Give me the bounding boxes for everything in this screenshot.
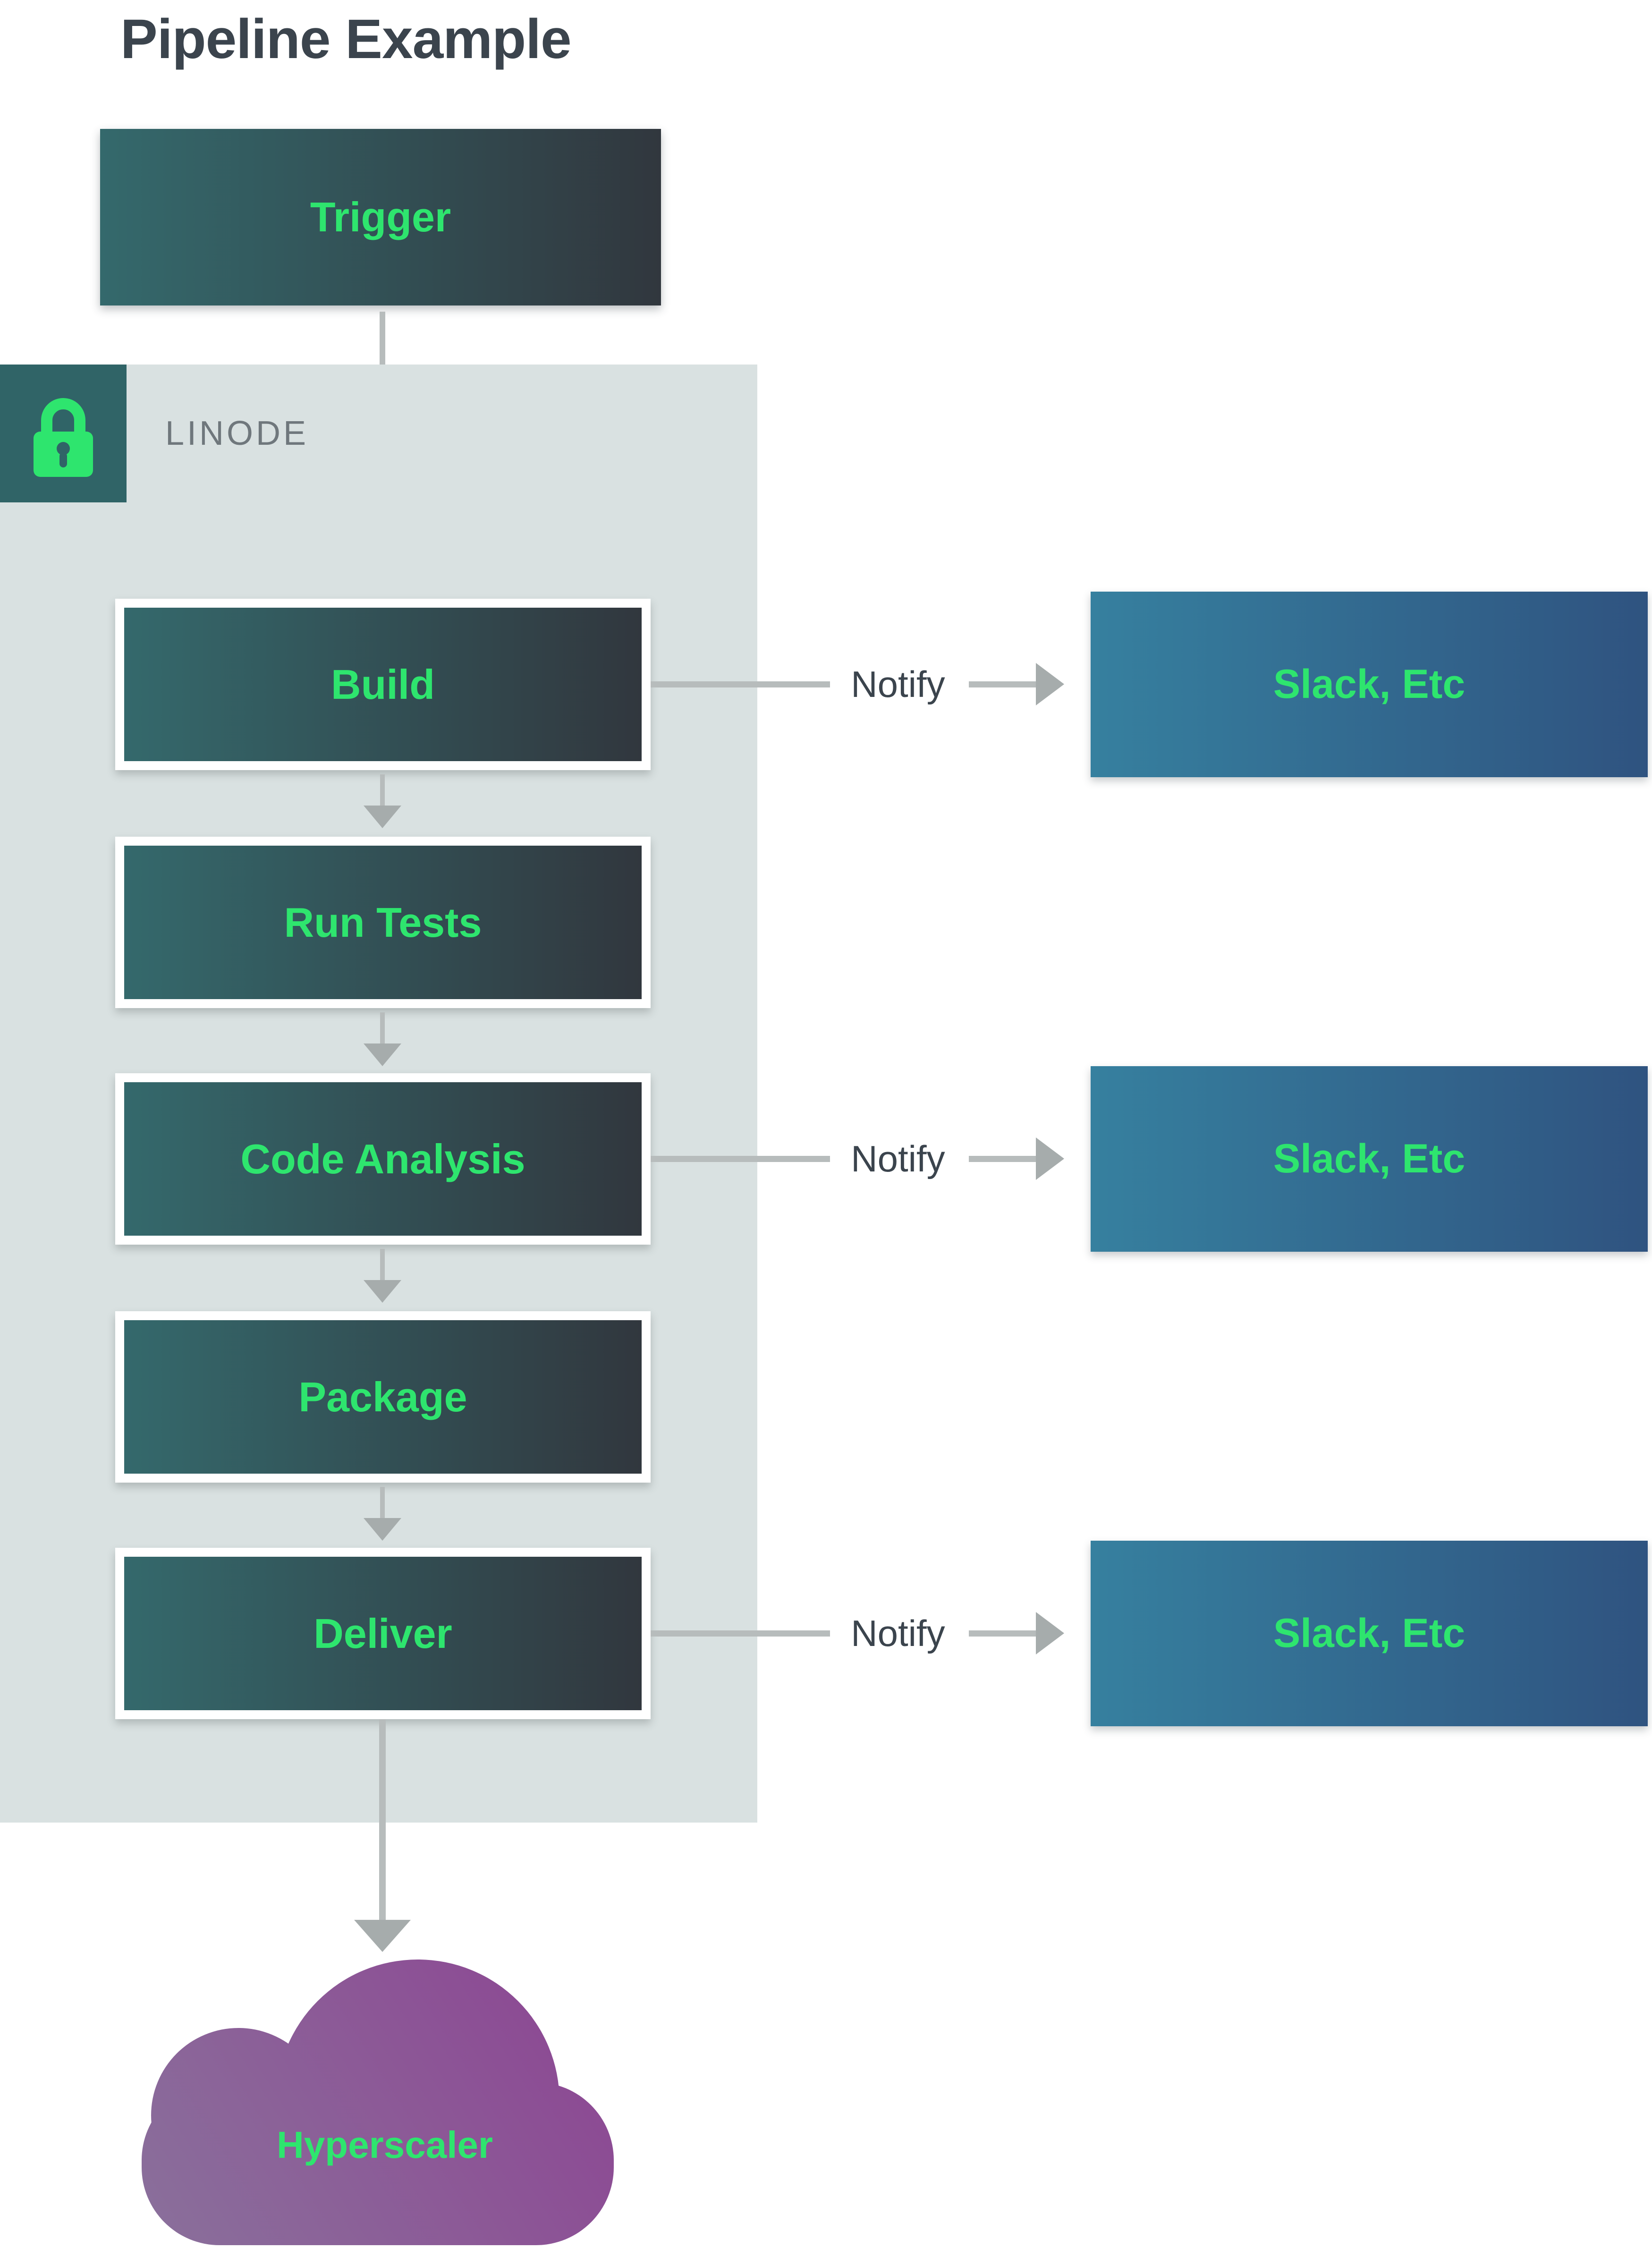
stage-build-label: Build [331, 661, 435, 708]
slack-node-deliver: Slack, Etc [1091, 1541, 1648, 1726]
arrow-build-to-run [380, 774, 385, 807]
arrowhead-build-to-run-icon [364, 806, 401, 828]
arrow-deliver-to-hyperscaler [379, 1719, 386, 1921]
slack-node-code-analysis: Slack, Etc [1091, 1066, 1648, 1252]
notify-label: Notify [851, 663, 945, 705]
page-title: Pipeline Example [120, 8, 572, 70]
arrow-code-to-package [380, 1249, 385, 1282]
stage-build-box: Build [124, 608, 642, 761]
stage-package: Package [115, 1311, 651, 1483]
notify-arrow [969, 1156, 1036, 1162]
notify-arrowhead-icon [1036, 1137, 1064, 1180]
stage-package-box: Package [124, 1320, 642, 1474]
stage-code-analysis-box: Code Analysis [124, 1082, 642, 1236]
notify-arrow [969, 1630, 1036, 1637]
arrowhead-run-to-code-icon [364, 1043, 401, 1066]
notify-arrow [969, 681, 1036, 687]
stage-code-analysis: Code Analysis [115, 1073, 651, 1245]
notify-label: Notify [851, 1612, 945, 1654]
notify-line [651, 1156, 830, 1162]
arrow-package-to-deliver [380, 1487, 385, 1520]
stage-run-tests-label: Run Tests [284, 899, 482, 946]
arrowhead-code-to-package-icon [364, 1280, 401, 1303]
stage-deliver: Deliver [115, 1548, 651, 1719]
stage-run-tests: Run Tests [115, 837, 651, 1008]
padlock-icon [34, 398, 93, 477]
slack-label: Slack, Etc [1273, 1611, 1466, 1656]
notify-arrowhead-icon [1036, 1612, 1064, 1654]
stage-deliver-box: Deliver [124, 1557, 642, 1710]
trigger-label: Trigger [310, 194, 451, 240]
notify-line [651, 1630, 830, 1637]
lock-badge [0, 365, 127, 502]
stage-package-label: Package [298, 1373, 467, 1420]
arrowhead-package-to-deliver-icon [364, 1518, 401, 1541]
notify-label: Notify [851, 1137, 945, 1179]
slack-node-build: Slack, Etc [1091, 592, 1648, 777]
slack-label: Slack, Etc [1273, 662, 1466, 707]
notify-line [651, 681, 830, 687]
hyperscaler-label: Hyperscaler [276, 2124, 493, 2166]
arrow-run-to-code [380, 1012, 385, 1045]
hyperscaler-cloud-icon [142, 1960, 614, 2245]
stage-build: Build [115, 599, 651, 770]
stage-run-tests-box: Run Tests [124, 846, 642, 999]
trigger-node: Trigger [100, 129, 661, 305]
notify-arrowhead-icon [1036, 663, 1064, 705]
slack-label: Slack, Etc [1273, 1136, 1466, 1181]
stage-deliver-label: Deliver [313, 1610, 452, 1657]
linode-label: LINODE [165, 415, 309, 452]
arrowhead-deliver-to-hyperscaler-icon [354, 1920, 411, 1952]
stage-code-analysis-label: Code Analysis [240, 1135, 525, 1182]
